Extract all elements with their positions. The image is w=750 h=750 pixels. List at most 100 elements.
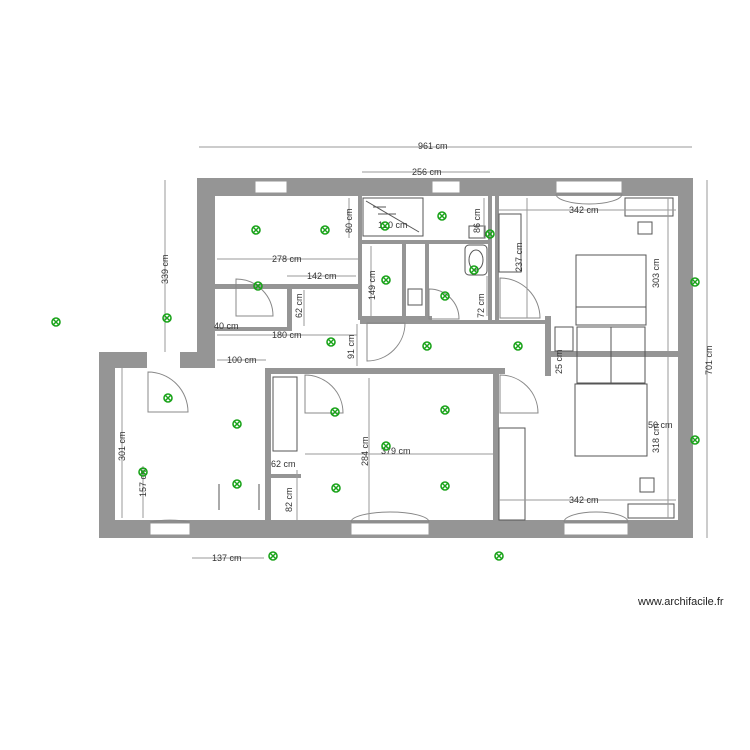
electrical-point-icon — [437, 211, 447, 221]
dim-bedroom2-height: 318 cm — [651, 423, 661, 453]
dim-bedroom-height: 303 cm — [651, 258, 661, 288]
electrical-point-icon — [326, 337, 336, 347]
dim-shower-width: 120 cm — [378, 220, 408, 230]
partition-shower-bottom — [358, 240, 410, 244]
electrical-point-icon — [440, 405, 450, 415]
dim-cupboard-width: 62 cm — [271, 459, 296, 469]
dim-living-height: 284 cm — [360, 436, 370, 466]
partition-wc-right — [488, 196, 492, 320]
partition-wc-top — [406, 240, 492, 244]
electrical-point-icon — [51, 317, 61, 327]
electrical-point-icon — [138, 467, 148, 477]
partition-left-room-bottom — [215, 284, 360, 289]
window-icon — [254, 180, 288, 194]
dimension-labels: 961 cm 256 cm 342 cm 120 cm 80 cm 86 cm … — [117, 141, 714, 563]
dimension-lines — [121, 146, 708, 559]
dim-wc-height: 72 cm — [476, 293, 486, 318]
dim-overall-width: 961 cm — [418, 141, 448, 151]
window-icon — [149, 522, 191, 536]
dim-desk-width: 50 cm — [648, 420, 673, 430]
door-swing-icon — [499, 277, 541, 319]
door-swing-icon — [147, 371, 189, 413]
dim-left-wall-height: 301 cm — [117, 431, 127, 461]
partition-shower-left — [358, 196, 362, 320]
electrical-point-icon — [163, 393, 173, 403]
sink-icon — [468, 213, 522, 273]
electrical-point-icon — [320, 225, 330, 235]
dim-step-depth: 62 cm — [294, 293, 304, 318]
windows — [149, 180, 629, 536]
wall-left-lower — [99, 352, 115, 538]
wall-entry-top-left — [99, 352, 147, 368]
electrical-point-icon — [232, 419, 242, 429]
partition-bedroom2-left — [493, 374, 499, 520]
dim-shower-depth: 80 cm — [344, 208, 354, 233]
electrical-point-icon — [485, 229, 495, 239]
door-swing-icon — [499, 374, 539, 414]
electrical-point-icon — [253, 281, 263, 291]
partition-living-top — [265, 368, 505, 374]
bed-icon — [575, 254, 647, 326]
partition-hall-top — [215, 327, 292, 331]
window-icon — [350, 522, 430, 536]
sink-icon — [464, 244, 488, 276]
window-icon — [563, 522, 629, 536]
partition-corridor-right — [495, 196, 499, 320]
door-swing-icon — [304, 374, 344, 414]
doors — [147, 193, 629, 523]
electrical-point-icon — [268, 551, 278, 561]
wall-entry-top-right — [180, 352, 215, 368]
partition-bedroom-left — [545, 316, 551, 376]
window-icon — [431, 180, 461, 194]
dim-living-width: 379 cm — [381, 446, 411, 456]
site-credit[interactable]: www.archifacile.fr — [638, 596, 724, 608]
door-swing-icon — [366, 322, 406, 362]
electrical-point-icon — [440, 291, 450, 301]
partition-step — [287, 289, 292, 329]
partition-hall-right — [360, 320, 545, 324]
dim-room-top-left-width: 278 cm — [272, 254, 302, 264]
partition-cupboard-top — [271, 474, 301, 478]
window-icon — [555, 180, 623, 194]
dim-hall-width: 180 cm — [272, 330, 302, 340]
wardrobe-icon — [554, 326, 646, 384]
toilet-icon — [407, 288, 423, 306]
dim-entry-width: 100 cm — [227, 355, 257, 365]
electrical-point-icon — [381, 441, 391, 451]
electrical-point-icon — [494, 551, 504, 561]
electrical-point-icon — [440, 481, 450, 491]
dim-bedroom-top-width: 342 cm — [569, 205, 599, 215]
electrical-point-icon — [232, 479, 242, 489]
dim-hall-depth: 91 cm — [346, 334, 356, 359]
walls — [99, 178, 693, 538]
door-swing-icon — [149, 519, 191, 523]
electrical-point-icon — [162, 313, 172, 323]
door-swing-icon — [563, 511, 629, 523]
dim-cupboard-depth: 82 cm — [284, 487, 294, 512]
dim-wall-offset: 40 cm — [214, 321, 239, 331]
dim-corridor-depth: 237 cm — [514, 242, 524, 272]
partition-wc-left — [425, 244, 429, 320]
dim-bottom-left: 137 cm — [212, 553, 242, 563]
door-swing-icon — [555, 193, 623, 205]
partition-bath-right — [402, 244, 406, 320]
dim-overall-height: 701 cm — [704, 345, 714, 375]
electrical-point-icon — [330, 407, 340, 417]
electrical-point-icon — [513, 341, 523, 351]
electrical-point-icon — [690, 435, 700, 445]
partition-bath-bottom — [360, 316, 432, 320]
dim-lower-left-height: 157 cm — [138, 467, 148, 497]
dim-bathroom-height: 149 cm — [367, 270, 377, 300]
partition-living-left — [265, 368, 271, 520]
electrical-point-icon — [469, 265, 479, 275]
dim-left-height: 339 cm — [160, 254, 170, 284]
electrical-point-icon — [251, 225, 261, 235]
electrical-point-icon — [690, 277, 700, 287]
partition-bedroom-mid — [551, 351, 678, 357]
electrical-points — [51, 211, 700, 561]
wall-right — [678, 178, 693, 538]
door-swing-icon — [428, 288, 460, 320]
dim-top-middle: 256 cm — [412, 167, 442, 177]
dim-partition: 25 cm — [554, 349, 564, 374]
